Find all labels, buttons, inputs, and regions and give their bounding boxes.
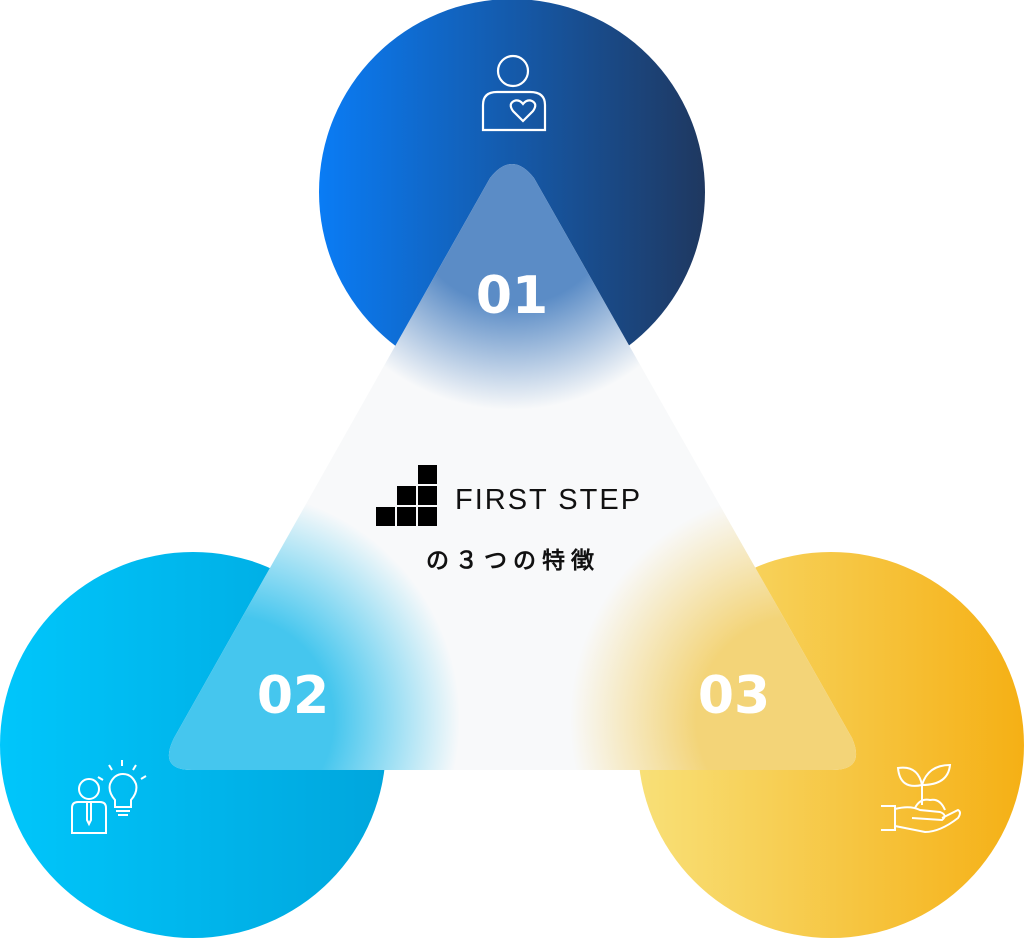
brand-subtitle: の３つの特徴	[426, 547, 600, 574]
feature-number-02: 02	[257, 666, 329, 726]
person-lightbulb-icon	[71, 760, 147, 834]
hand-sprout-icon	[881, 763, 961, 834]
brand-name: FIRST STEP	[455, 484, 642, 516]
feature-number-03: 03	[698, 666, 770, 726]
center-triangle	[168, 164, 857, 770]
person-heart-icon	[481, 54, 547, 132]
feature-number-01: 01	[476, 266, 548, 326]
first-step-logo-icon	[376, 465, 437, 526]
